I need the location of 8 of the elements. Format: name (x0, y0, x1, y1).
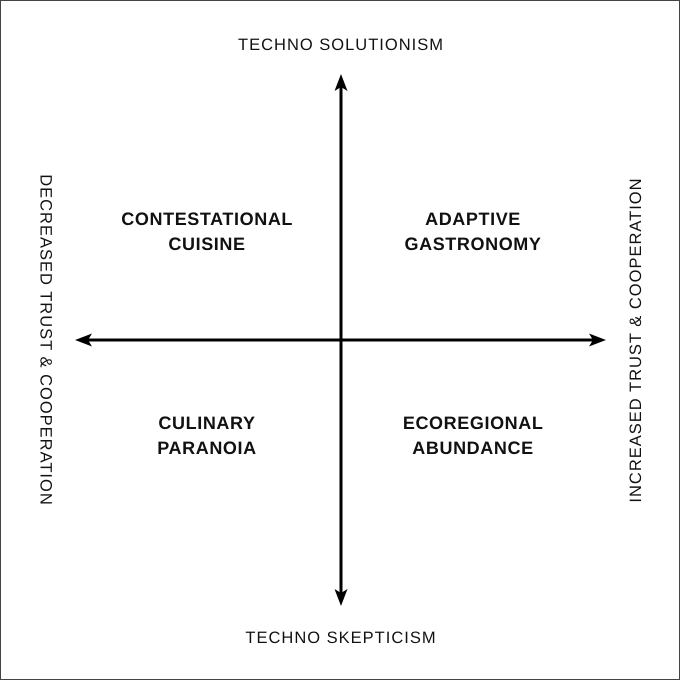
axis-label: INCREASED TRUST & COOPERATION (628, 177, 644, 503)
quadrant-label: ECOREGIONAL ABUNDANCE (402, 412, 544, 460)
axis-label: TECHNO SOLUTIONISM (238, 36, 444, 54)
quadrant-label: CONTESTATIONAL CUISINE (121, 208, 293, 256)
quadrant-label: CULINARY PARANOIA (157, 412, 257, 460)
axis-label: TECHNO SKEPTICISM (245, 630, 437, 646)
quadrant-label: ADAPTIVE GASTRONOMY (404, 208, 542, 256)
axis-label: DECREASED TRUST & COOPERATION (36, 174, 54, 506)
